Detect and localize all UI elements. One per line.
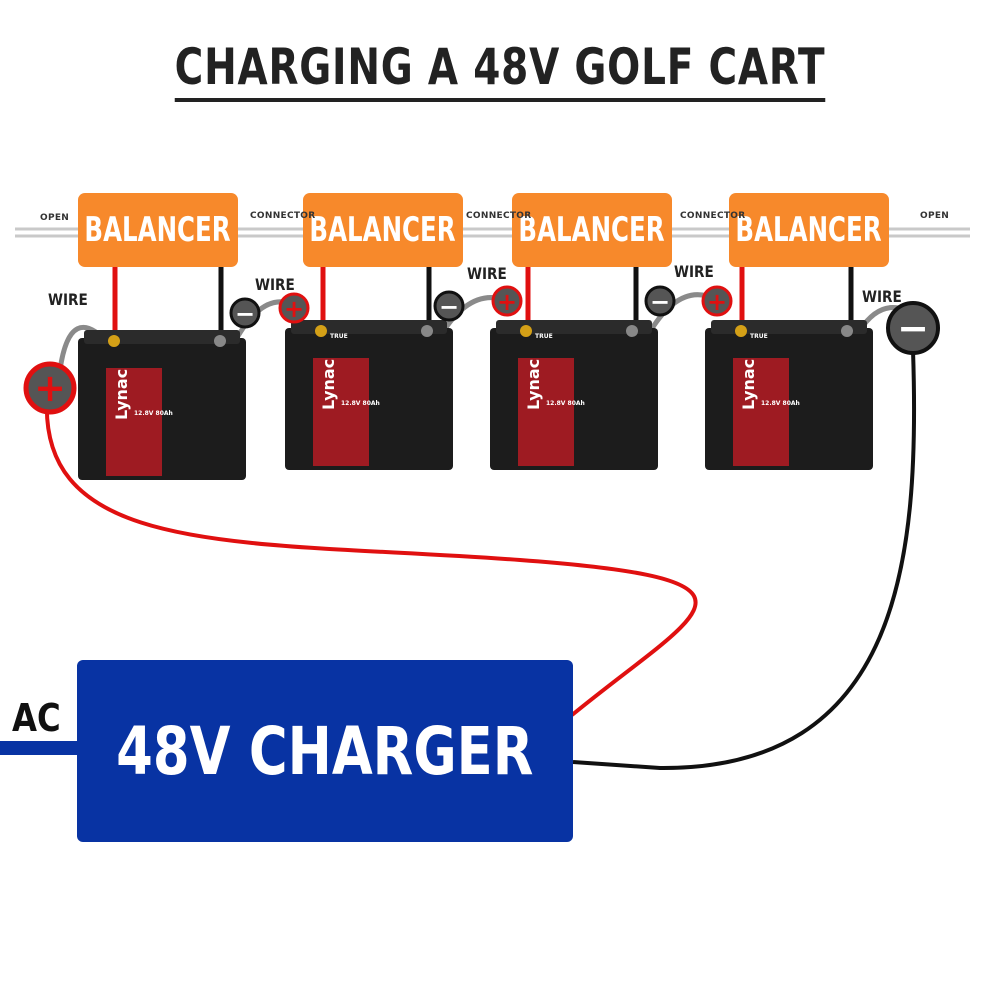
battery-1-spec: 12.8V 80Ah <box>134 410 173 417</box>
svg-text:+: + <box>707 288 727 316</box>
terminal-negative-3: − <box>644 285 676 317</box>
battery-2-spec: 12.8V 80Ah <box>341 400 380 407</box>
battery-4-brand: Lynac <box>739 359 758 410</box>
positive-main-wire <box>44 399 698 717</box>
battery-2 <box>285 320 453 470</box>
battery-1 <box>78 330 246 480</box>
battery-3 <box>490 320 658 470</box>
rail-label-connector-3: CONNECTOR <box>680 211 746 221</box>
rail-label-open-right: OPEN <box>920 211 950 221</box>
balancer-4: BALANCER <box>729 193 889 267</box>
battery-1-brand: Lynac <box>112 369 131 420</box>
battery-3-badge: TRUE <box>535 333 553 340</box>
svg-text:+: + <box>34 366 66 410</box>
battery-3-spec: 12.8V 80Ah <box>546 400 585 407</box>
svg-text:+: + <box>284 295 304 323</box>
ac-input-line <box>0 741 80 755</box>
wire-label-2: WIRE <box>255 275 295 294</box>
main-positive-terminal: + <box>23 361 77 415</box>
wire-label-3: WIRE <box>467 264 507 283</box>
terminal-negative-1: − <box>229 297 261 329</box>
balancer-1: BALANCER <box>78 193 238 267</box>
svg-text:−: − <box>650 288 670 316</box>
terminal-positive-4: + <box>701 285 733 317</box>
negative-main-wire <box>572 349 917 771</box>
battery-4-spec: 12.8V 80Ah <box>761 400 800 407</box>
terminal-positive-3: + <box>491 285 523 317</box>
svg-text:+: + <box>497 288 517 316</box>
balancer-3: BALANCER <box>512 193 672 267</box>
charger-label: 48V CHARGER <box>116 712 534 790</box>
svg-text:−: − <box>897 306 929 350</box>
svg-text:−: − <box>235 300 255 328</box>
battery-4 <box>705 320 873 470</box>
charger-box: 48V CHARGER <box>77 660 573 842</box>
wire-label-1: WIRE <box>48 290 88 309</box>
battery-2-badge: TRUE <box>330 333 348 340</box>
main-negative-terminal: − <box>886 301 940 355</box>
ac-label: AC <box>12 696 61 740</box>
terminal-positive-2: + <box>278 292 310 324</box>
battery-2-brand: Lynac <box>319 359 338 410</box>
battery-4-badge: TRUE <box>750 333 768 340</box>
battery-3-brand: Lynac <box>524 359 543 410</box>
rail-label-open-left: OPEN <box>40 213 70 223</box>
balancer-2: BALANCER <box>303 193 463 267</box>
svg-text:−: − <box>439 293 459 321</box>
page-title: CHARGING A 48V GOLF CART <box>110 38 890 102</box>
terminal-negative-2: − <box>433 290 465 322</box>
rail-label-connector-1: CONNECTOR <box>250 211 316 221</box>
wire-label-4: WIRE <box>674 262 714 281</box>
wire-label-5: WIRE <box>862 287 902 306</box>
rail-label-connector-2: CONNECTOR <box>466 211 532 221</box>
